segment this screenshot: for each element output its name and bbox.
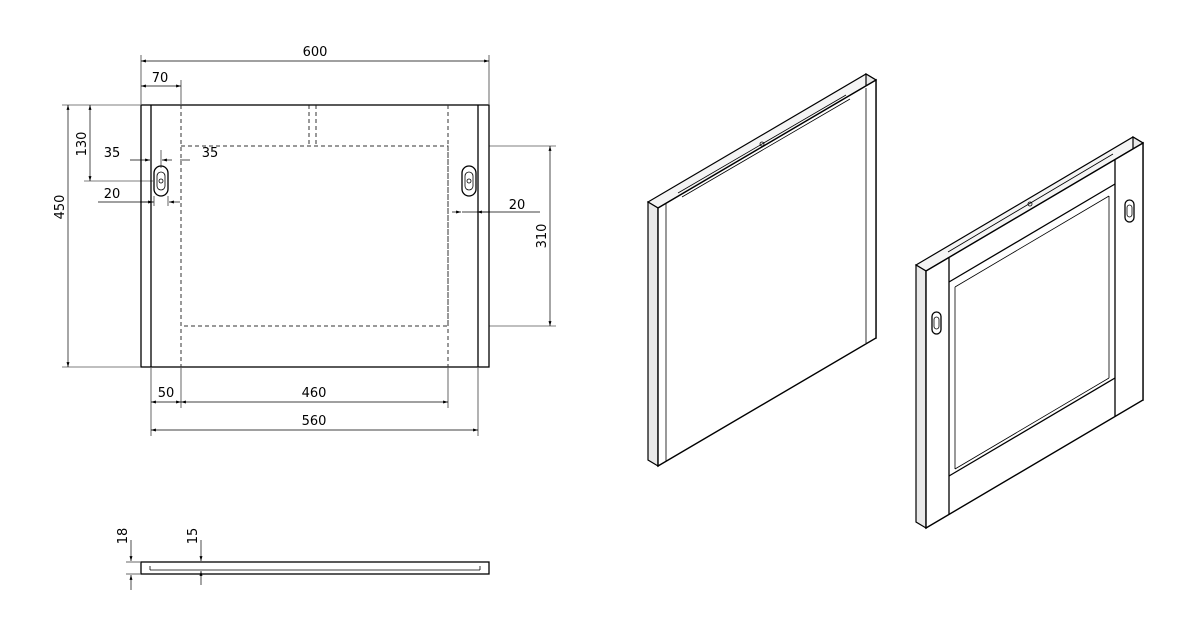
isometric-back-view — [646, 72, 878, 468]
dim-hole-offset-left: 35 — [104, 146, 121, 161]
dim-overall-width: 600 — [303, 45, 328, 60]
dim-overall-height: 450 — [53, 195, 68, 220]
iso-hinge-hole-right — [1124, 199, 1135, 223]
profile-outline — [140, 561, 490, 575]
dim-outer-width: 560 — [302, 414, 327, 429]
hidden-panel — [180, 145, 449, 327]
dim-rail-offset: 50 — [158, 386, 175, 401]
dim-stile-width: 70 — [152, 71, 169, 86]
front-view: 600 70 450 130 35 35 20 20 — [53, 45, 556, 436]
dim-hole-offset-right: 35 — [202, 146, 219, 161]
outer-frame — [140, 104, 490, 368]
dim-thickness-total: 18 — [116, 528, 131, 545]
isometric-front-view — [914, 135, 1145, 530]
dim-hole-size-left: 20 — [104, 187, 121, 202]
dim-hole-from-top: 130 — [75, 132, 90, 157]
hinge-hole-right — [461, 165, 477, 197]
dim-hole-spacing-vertical: 310 — [535, 224, 550, 249]
dim-thickness-panel: 15 — [186, 528, 201, 545]
hinge-hole-left — [153, 165, 169, 197]
dim-hole-size-right: 20 — [509, 198, 526, 213]
iso-hinge-hole-left — [931, 311, 942, 335]
dim-inner-width: 460 — [302, 386, 327, 401]
profile-view: 18 15 — [116, 528, 490, 590]
